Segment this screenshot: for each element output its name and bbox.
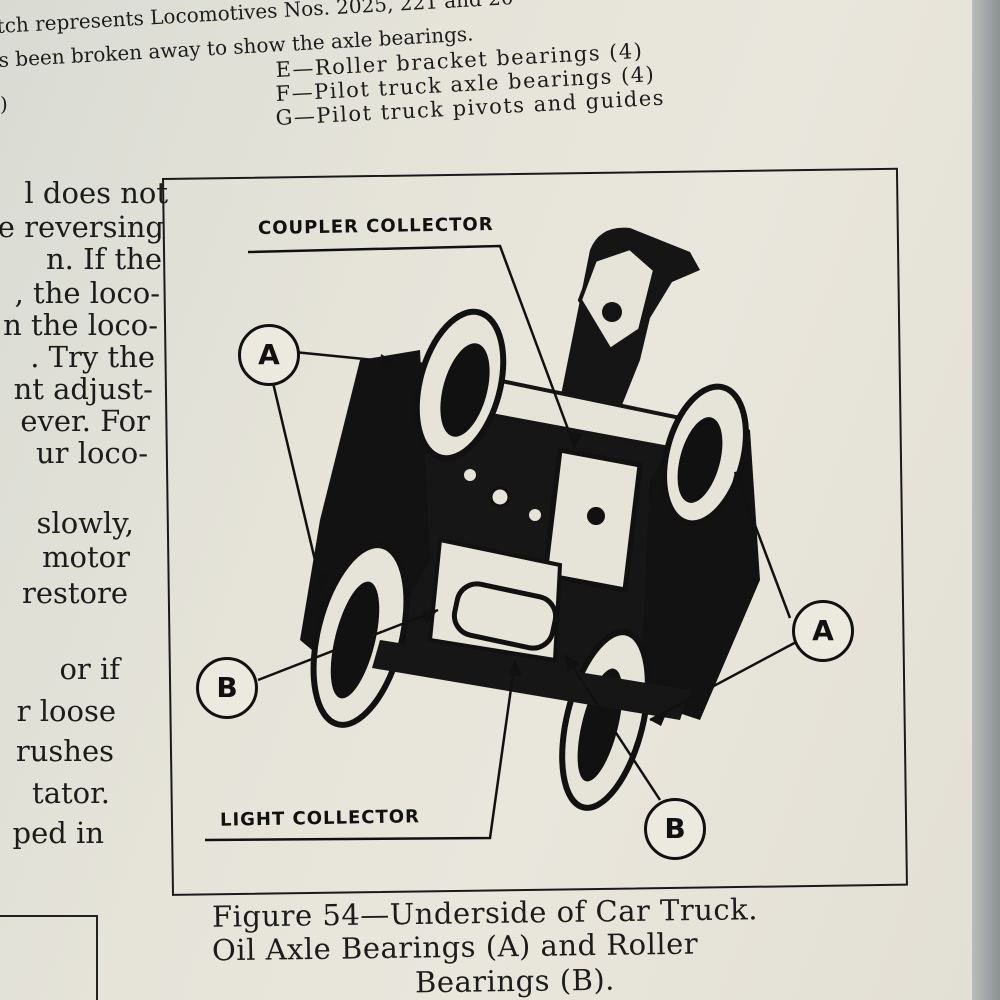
body-line: nt adjust-: [13, 372, 153, 406]
body-line: , the loco-: [14, 276, 160, 310]
body-line: n the loco-: [3, 308, 158, 342]
body-line: . Try the: [30, 340, 155, 374]
callout-b-right: B: [644, 798, 706, 860]
body-line: e reversing: [0, 210, 164, 244]
adjacent-box: [0, 915, 98, 1000]
callout-a-left: A: [238, 324, 300, 386]
page-edge: [972, 0, 1000, 1000]
callout-a-right: A: [792, 600, 854, 662]
body-line: l does not: [24, 176, 168, 210]
header-line-3: ): [0, 92, 8, 116]
body-line: ped in: [12, 816, 104, 850]
figure-caption-line-3: Bearings (B).: [414, 962, 616, 1000]
body-line: ur loco-: [36, 436, 148, 470]
coupler-collector-label: COUPLER COLLECTOR: [257, 213, 494, 240]
body-line: n. If the: [45, 242, 162, 276]
body-line: or if: [59, 652, 120, 686]
callout-b-left: B: [196, 657, 258, 719]
body-line: rushes: [15, 734, 114, 768]
figure-caption-line-2: Oil Axle Bearings (A) and Roller: [211, 926, 699, 968]
body-line: r loose: [16, 694, 116, 728]
light-collector-label: LIGHT COLLECTOR: [219, 806, 421, 831]
body-line: tator.: [32, 776, 110, 810]
body-line: slowly,: [36, 506, 134, 540]
body-line: restore: [21, 576, 128, 610]
body-line: ever. For: [20, 404, 150, 438]
body-line: motor: [42, 540, 130, 574]
